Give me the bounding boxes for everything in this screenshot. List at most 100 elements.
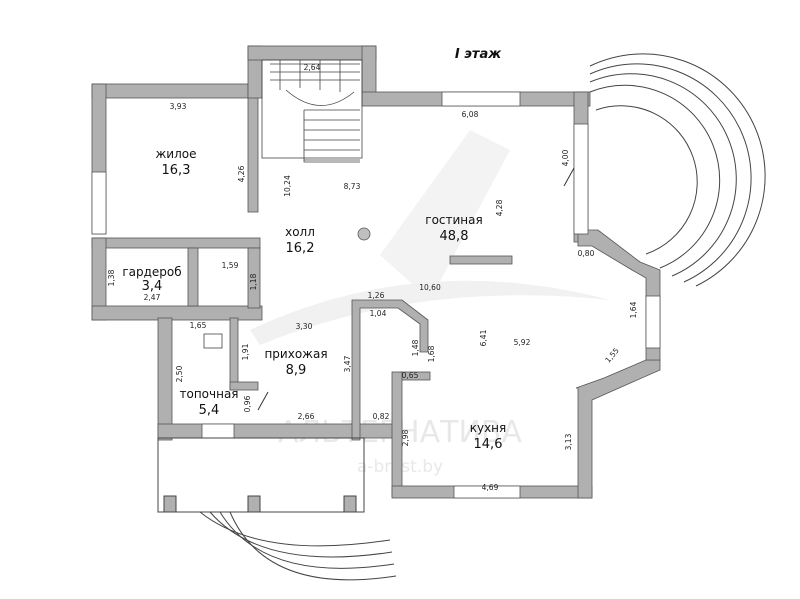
watermark-logo-mark bbox=[380, 130, 510, 300]
wall-stair-top bbox=[247, 45, 377, 61]
porch-slab bbox=[157, 437, 365, 513]
wall-topochnaya-right bbox=[229, 317, 239, 391]
door-swing-topochnaya bbox=[257, 391, 269, 411]
porch bbox=[157, 437, 397, 581]
wall-zhiloe-top bbox=[91, 83, 258, 99]
dim-label: 6,08 bbox=[462, 110, 479, 119]
bay-arc-4 bbox=[589, 53, 766, 287]
watermark-swoosh bbox=[250, 280, 610, 345]
bay-arc-3 bbox=[589, 63, 752, 283]
wall-prihozhaya-step bbox=[229, 381, 259, 391]
boiler bbox=[203, 333, 223, 349]
room-area-zhiloe: 16,3 bbox=[162, 163, 191, 178]
dim-label: 2,50 bbox=[175, 365, 184, 382]
room-labels: жилое 16,3 холл 16,2 гостиная 48,8 гарде… bbox=[122, 147, 506, 452]
dim-label: 3,30 bbox=[296, 322, 313, 331]
window-gostinaya-top bbox=[441, 91, 521, 107]
room-name-kuhnya: кухня bbox=[470, 421, 507, 435]
porch-column-mid bbox=[247, 495, 261, 513]
dim-label: 8,73 bbox=[344, 182, 361, 191]
dim-label: 2,98 bbox=[401, 429, 410, 446]
room-area-prihozhaya: 8,9 bbox=[286, 363, 307, 378]
dim-label: 1,91 bbox=[241, 343, 250, 360]
dim-label: 0,80 bbox=[578, 249, 595, 258]
dim-label: 1,48 bbox=[411, 339, 420, 356]
porch-column-right bbox=[343, 495, 357, 513]
dim-label: 0,96 bbox=[243, 395, 252, 412]
room-name-garderob: гардероб bbox=[122, 265, 181, 279]
dim-label: 0,82 bbox=[373, 412, 390, 421]
dim-label: 1,59 bbox=[222, 261, 239, 270]
stair-steps-flight bbox=[303, 109, 360, 163]
dim-label: 3,93 bbox=[170, 102, 187, 111]
dim-label: 2,47 bbox=[144, 293, 161, 302]
dim-label: 2,64 bbox=[304, 63, 321, 72]
wall-closet-right bbox=[247, 247, 261, 309]
dim-label: 1,26 bbox=[368, 291, 385, 300]
dimension-labels: 2,64 3,93 6,08 4,26 10,24 8,73 4,28 4,00… bbox=[107, 63, 638, 492]
door-swing-bay bbox=[563, 167, 575, 187]
window-topochnaya bbox=[201, 423, 235, 439]
room-name-prihozhaya: прихожая bbox=[264, 347, 327, 361]
room-name-holl: холл bbox=[285, 225, 315, 239]
wall-stair-right bbox=[361, 45, 377, 97]
wall-zhiloe-bottom bbox=[91, 237, 261, 249]
window-kitchen-bottom bbox=[453, 485, 521, 499]
window-bay-right bbox=[645, 295, 661, 349]
details bbox=[203, 167, 575, 411]
dim-label: 1,55 bbox=[603, 346, 621, 365]
dim-label: 5,92 bbox=[514, 338, 531, 347]
stair-steps-top bbox=[270, 60, 360, 106]
bay-arc-2 bbox=[589, 73, 737, 277]
porch-arc-3 bbox=[219, 511, 395, 569]
dim-label: 4,69 bbox=[482, 483, 499, 492]
wall-kitchen-right bbox=[575, 359, 661, 499]
dim-label: 4,00 bbox=[561, 149, 570, 166]
dim-label: 10,60 bbox=[419, 283, 441, 292]
window-bay-upper bbox=[573, 123, 589, 235]
porch-arc-2 bbox=[209, 511, 393, 558]
column-round bbox=[357, 227, 371, 241]
room-name-topochnaya: топочная bbox=[179, 387, 238, 401]
bay-arc-5 bbox=[595, 105, 698, 255]
room-area-garderob: 3,4 bbox=[142, 279, 163, 294]
stair-well bbox=[261, 59, 363, 159]
dim-label: 1,38 bbox=[107, 269, 116, 286]
dim-label: 0,65 bbox=[402, 371, 419, 380]
dim-label: 3,47 bbox=[343, 355, 352, 372]
wall-topochnaya-left bbox=[157, 317, 173, 441]
wall-bay-lower bbox=[577, 229, 661, 361]
room-area-topochnaya: 5,4 bbox=[199, 403, 220, 418]
dim-label: 1,68 bbox=[427, 345, 436, 362]
wall-zhiloe-right bbox=[247, 83, 259, 213]
dim-label: 2,66 bbox=[298, 412, 315, 421]
room-area-gostinaya: 48,8 bbox=[440, 229, 469, 244]
dim-label: 4,26 bbox=[237, 165, 246, 182]
room-name-gostinaya: гостиная bbox=[425, 213, 482, 227]
wall-kitchen-partition bbox=[351, 299, 429, 441]
dim-label: 1,04 bbox=[370, 309, 387, 318]
dim-label: 6,41 bbox=[479, 329, 488, 346]
porch-arc-4 bbox=[229, 511, 397, 581]
bay-window-arcs bbox=[589, 53, 766, 287]
porch-arc-1 bbox=[199, 511, 391, 547]
dim-label: 4,28 bbox=[495, 199, 504, 216]
dim-label: 1,64 bbox=[629, 301, 638, 318]
dim-label: 1,65 bbox=[190, 321, 207, 330]
wall-bottom-left bbox=[157, 423, 399, 439]
fireplace-bar bbox=[449, 255, 513, 265]
wall-garderob-bottom bbox=[91, 305, 263, 321]
wall-garderob-right bbox=[187, 247, 199, 307]
dim-label: 3,13 bbox=[564, 433, 573, 450]
room-area-holl: 16,2 bbox=[286, 241, 315, 256]
staircase bbox=[261, 59, 363, 163]
bay-arc-1 bbox=[589, 84, 721, 269]
dim-label: 1,18 bbox=[249, 273, 258, 290]
floor-title: I этаж bbox=[455, 47, 502, 62]
dim-label: 10,24 bbox=[283, 175, 292, 197]
windows bbox=[91, 91, 661, 499]
room-area-kuhnya: 14,6 bbox=[474, 437, 503, 452]
room-name-zhiloe: жилое bbox=[155, 147, 196, 161]
window-zhiloe-left bbox=[91, 171, 107, 235]
